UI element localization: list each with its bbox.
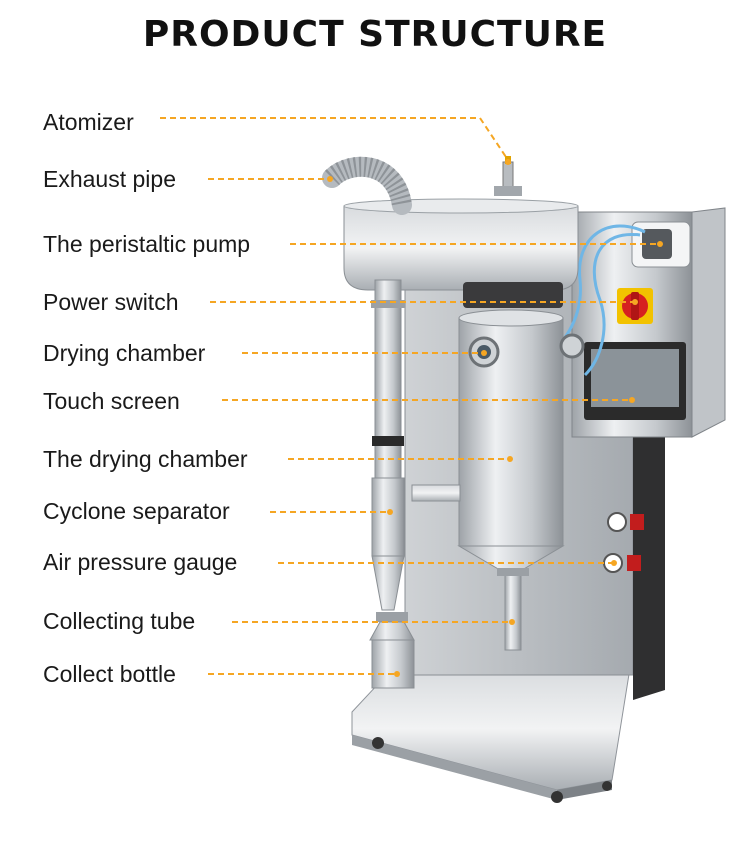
sight-glass bbox=[559, 333, 585, 359]
label-collect-bottle: Collect bottle bbox=[43, 661, 176, 687]
regulator-valve bbox=[627, 555, 641, 571]
caster-wheel bbox=[372, 737, 384, 749]
cyclone-separator bbox=[371, 477, 405, 557]
touch-screen-display bbox=[591, 349, 679, 407]
label-power-switch: Power switch bbox=[43, 289, 179, 315]
chamber-top-rim bbox=[458, 309, 564, 327]
leader-dot bbox=[481, 350, 487, 356]
collecting-tube bbox=[504, 574, 522, 651]
atomizer-fitting bbox=[494, 186, 522, 196]
feed-tube bbox=[583, 232, 641, 377]
bottle-clamp bbox=[376, 612, 408, 622]
hood-top bbox=[343, 198, 579, 214]
collect-bottle bbox=[371, 639, 415, 689]
leader-dot bbox=[632, 299, 638, 305]
air-pressure-gauge bbox=[607, 512, 627, 532]
leader-line-atomizer bbox=[160, 117, 509, 161]
top-hood bbox=[343, 205, 579, 291]
rear-cabinet-side bbox=[633, 420, 665, 700]
exhaust-pipe-ribs bbox=[324, 156, 412, 208]
pipe-seal bbox=[372, 436, 404, 446]
leader-dot bbox=[394, 671, 400, 677]
label-the-drying-chamber: The drying chamber bbox=[43, 446, 248, 472]
label-atomizer: Atomizer bbox=[43, 109, 134, 135]
leader-dot bbox=[629, 397, 635, 403]
leader-dot bbox=[505, 159, 511, 165]
label-touch-screen: Touch screen bbox=[43, 388, 180, 414]
label-air-pressure-gauge: Air pressure gauge bbox=[43, 549, 238, 575]
leader-dot bbox=[509, 619, 515, 625]
base-plate-front bbox=[352, 735, 557, 800]
leader-dot bbox=[327, 176, 333, 182]
caster-wheel bbox=[602, 781, 612, 791]
page-title: PRODUCT STRUCTURE bbox=[142, 14, 608, 55]
pipe-clamp bbox=[371, 300, 405, 308]
cross-pipe bbox=[411, 484, 461, 502]
label-exhaust-pipe: Exhaust pipe bbox=[43, 166, 176, 192]
cyclone-cone bbox=[371, 555, 405, 611]
chamber-lid-motor bbox=[463, 282, 563, 308]
label-cyclone-separator: Cyclone separator bbox=[43, 498, 230, 524]
control-panel-side bbox=[691, 207, 726, 438]
caster-wheel bbox=[551, 791, 563, 803]
regulator-valve bbox=[630, 514, 644, 530]
leader-dot bbox=[387, 509, 393, 515]
label-collecting-tube: Collecting tube bbox=[43, 608, 196, 634]
leader-dot bbox=[507, 456, 513, 462]
power-switch-handle bbox=[631, 292, 639, 320]
label-drying-chamber: Drying chamber bbox=[43, 340, 206, 366]
tube-clamp bbox=[497, 568, 529, 576]
vertical-pipe bbox=[374, 279, 402, 481]
label-peristaltic-pump: The peristaltic pump bbox=[43, 231, 251, 257]
leader-dot bbox=[657, 241, 663, 247]
base-plate-side bbox=[557, 780, 612, 800]
leader-dot bbox=[611, 560, 617, 566]
